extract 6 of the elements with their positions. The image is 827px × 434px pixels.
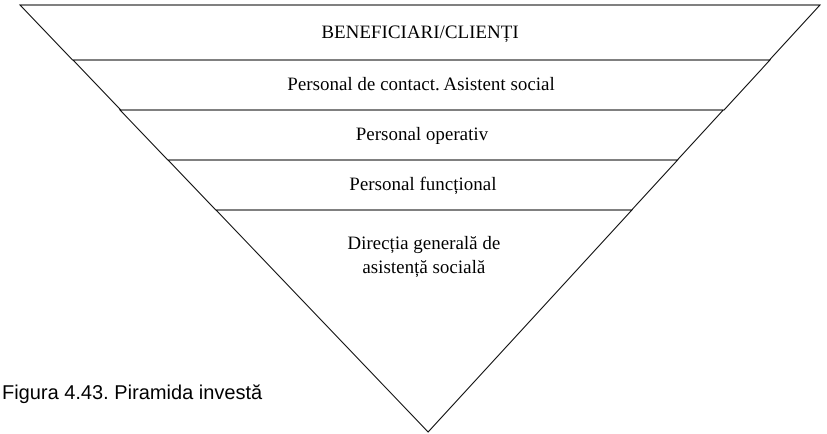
band-label: Direcția generală de asistență socială (346, 232, 502, 280)
band-label: Personal operativ (354, 123, 490, 147)
figure-caption: Figura 4.43. Piramida investă (2, 382, 262, 405)
band-label: Personal funcțional (348, 173, 498, 197)
band-label: BENEFICIARI/CLIENȚI (320, 20, 520, 44)
band-label: Personal de contact. Asistent social (286, 73, 556, 97)
